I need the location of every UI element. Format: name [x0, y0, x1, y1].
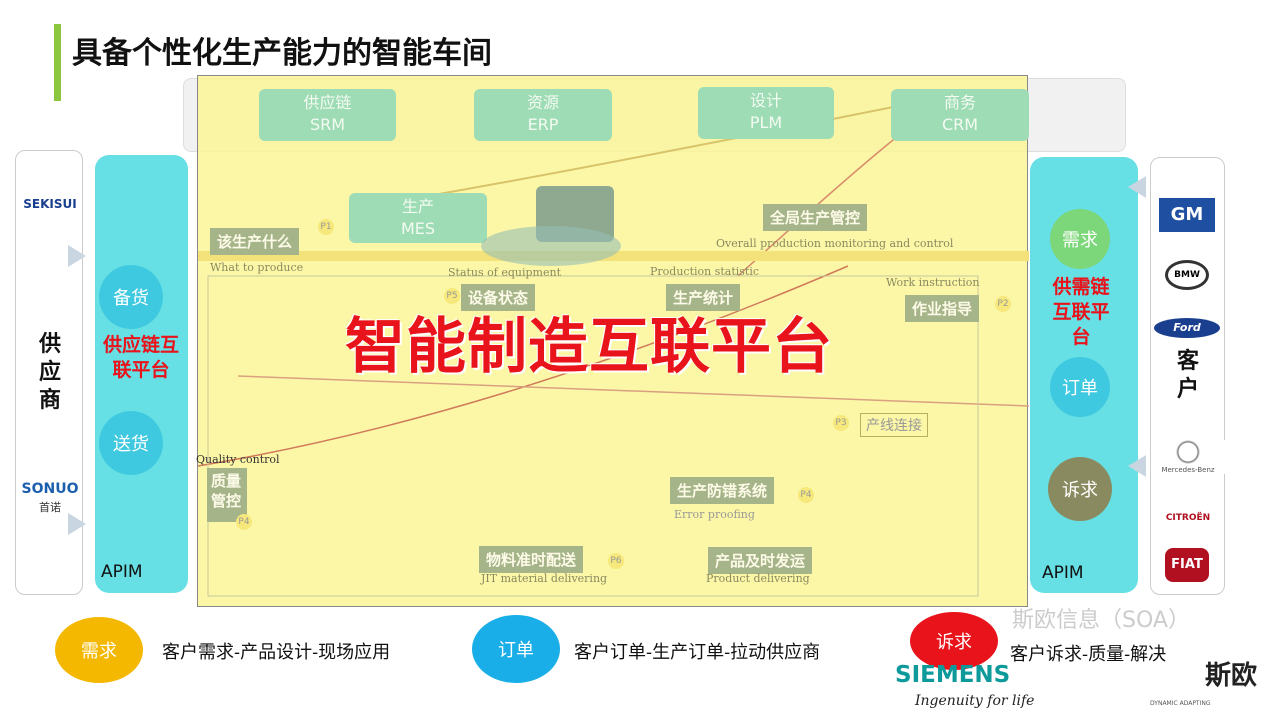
what-to-produce-label: 该生产什么 — [210, 228, 300, 255]
watermark: 斯欧信息（SOA） — [1012, 608, 1190, 633]
plm-cn: 设计 — [749, 91, 782, 110]
legend-complaint-text: 客户诉求-质量-解决 — [1010, 644, 1167, 665]
customer-panel: GM BMW Ford 客户 Mercedes-Benz CITROËN FIA… — [1150, 157, 1225, 595]
platform-disc — [481, 226, 621, 266]
demand-platform-label: 供需链互联平台 — [1052, 276, 1110, 348]
center-platform-title: 智能制造互联平台 — [345, 312, 833, 382]
siemens-logo: SIEMENS — [895, 662, 1011, 688]
legend-order-text: 客户订单-生产订单-拉动供应商 — [574, 642, 821, 663]
sonuo-logo: SONUO — [21, 481, 79, 497]
product-delivery-label: 产品及时发运 — [708, 547, 813, 574]
srm-en: SRM — [309, 115, 346, 134]
apim-label: APIM — [101, 562, 143, 582]
quality-control-label: 质量管控 — [207, 468, 247, 522]
supply-chain-platform: 备货 供应链互联平台 送货 APIM — [95, 155, 188, 593]
delivery-circle: 送货 — [99, 411, 163, 475]
soa-logo: 斯欧 — [1205, 661, 1258, 691]
demand-circle: 需求 — [1050, 209, 1110, 269]
p2-badge: P2 — [995, 296, 1011, 312]
erp-en: ERP — [527, 115, 559, 134]
sekisui-logo: SEKISUI — [23, 197, 77, 211]
mes-box: 生产 MES — [349, 193, 487, 243]
stock-circle: 备货 — [99, 265, 163, 329]
work-instruction-label: 作业指导 — [905, 295, 980, 322]
gm-logo: GM — [1159, 198, 1215, 232]
fiat-logo: FIAT — [1165, 548, 1209, 582]
arrow-right-icon — [68, 245, 86, 267]
mercedes-logo: Mercedes-Benz — [1151, 440, 1225, 474]
legend-complaint-circle: 诉求 — [910, 612, 998, 670]
supplier-panel: SEKISUI 供应商 SONUO 首诺 — [15, 150, 83, 595]
p3-badge: P3 — [833, 415, 849, 431]
mes-en: MES — [400, 219, 436, 238]
production-stat-label: 生产统计 — [666, 284, 741, 311]
mes-cn: 生产 — [401, 197, 434, 216]
complaint-circle: 诉求 — [1048, 457, 1112, 521]
srm-box: 供应链 SRM — [259, 89, 396, 141]
supply-platform-label: 供应链互联平台 — [102, 334, 179, 381]
quality-en: Quality control — [196, 453, 280, 466]
what-to-produce-en: What to produce — [210, 261, 304, 274]
p5-badge: P5 — [444, 288, 460, 304]
page-title: 具备个性化生产能力的智能车间 — [72, 36, 492, 71]
customer-label: 客户 — [1176, 349, 1199, 402]
erp-box: 资源 ERP — [474, 89, 612, 141]
overall-control-en: Overall production monitoring and contro… — [716, 237, 954, 250]
product-delivery-en: Product delivering — [706, 572, 810, 585]
p1-badge: P1 — [318, 219, 334, 235]
error-proofing-en: Error proofing — [674, 508, 755, 521]
crm-en: CRM — [941, 115, 979, 134]
arrow-left-icon — [1128, 176, 1146, 198]
title-accent-bar — [54, 24, 61, 101]
overall-control-label: 全局生产管控 — [763, 204, 868, 231]
apim-label: APIM — [1042, 563, 1084, 583]
error-proofing-label: 生产防错系统 — [670, 477, 775, 504]
statistic-en: Production statistic — [650, 265, 760, 278]
line-connect-label: 产线连接 — [860, 413, 928, 437]
plm-box: 设计 PLM — [698, 87, 834, 139]
erp-cn: 资源 — [526, 93, 559, 112]
legend-demand-text: 客户需求-产品设计-现场应用 — [162, 642, 391, 663]
p4-badge: P4 — [798, 487, 814, 503]
legend-order-circle: 订单 — [472, 615, 560, 683]
jit-label: 物料准时配送 — [479, 546, 584, 573]
jit-en: JIT material delivering — [481, 572, 608, 585]
supplier-label: 供应商 — [38, 332, 61, 413]
arrow-right-icon — [68, 513, 86, 535]
srm-cn: 供应链 — [303, 93, 352, 112]
p6-badge: P6 — [608, 553, 624, 569]
bmw-logo: BMW — [1165, 260, 1209, 290]
crm-box: 商务 CRM — [891, 89, 1029, 141]
equipment-status-label: 设备状态 — [461, 284, 536, 311]
work-instruction-en: Work instruction — [886, 276, 980, 289]
soa-subtitle: DYNAMIC ADAPTING — [1150, 700, 1211, 707]
demand-chain-platform: 需求 供需链互联平台 订单 诉求 APIM — [1030, 157, 1138, 593]
legend-demand-circle: 需求 — [55, 617, 143, 683]
p4-badge: P4 — [236, 514, 252, 530]
siemens-tagline: Ingenuity for life — [915, 693, 1035, 709]
arrow-left-icon — [1128, 455, 1146, 477]
sonuo-cn: 首诺 — [39, 501, 61, 514]
crm-cn: 商务 — [943, 93, 976, 112]
plm-en: PLM — [749, 113, 783, 132]
ford-logo: Ford — [1154, 318, 1220, 338]
equipment-en: Status of equipment — [448, 266, 561, 279]
citroen-logo: CITROËN — [1165, 513, 1211, 523]
order-circle: 订单 — [1050, 357, 1110, 417]
